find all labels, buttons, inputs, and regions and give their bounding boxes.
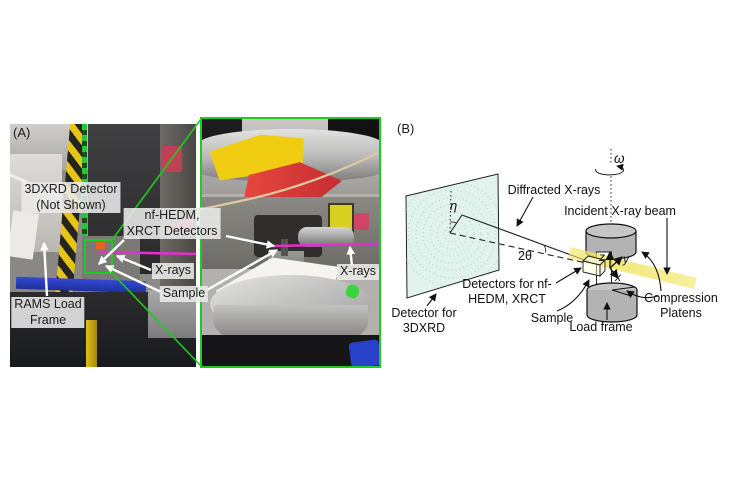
bottom-platen-notch: [611, 286, 636, 297]
left-photo-beamline-hutch: [10, 124, 196, 367]
label-rams-line1: RAMS Load: [14, 297, 82, 311]
label-load-frame: Load frame: [569, 320, 633, 334]
x-axis-label: x: [615, 270, 621, 284]
bottom-platen-body: [586, 290, 638, 323]
photo-sample-pin: [281, 239, 288, 256]
eta-angle-arc: [450, 221, 457, 224]
label-nf-hedm-xrct: nf-HEDM, XRCT Detectors: [123, 208, 221, 239]
label-rams-load-frame: RAMS Load Frame: [11, 297, 85, 328]
two-theta-symbol: 2θ: [518, 249, 532, 263]
label-sample-photos: Sample: [159, 286, 209, 302]
compression-top-arrow: [641, 251, 662, 292]
detector-3dxrd-label-arrow: [426, 293, 437, 307]
label-compression-line2: Platens: [660, 306, 702, 320]
omega-symbol: ω: [614, 151, 625, 166]
label-sample-schematic: Sample: [530, 311, 574, 325]
omega-rotation-arrow: [595, 163, 625, 176]
eta-symbol: η: [450, 198, 458, 213]
nf-detectors-label-arrow: [555, 267, 582, 284]
z-axis-label: z: [599, 250, 605, 264]
photo-orange-connector: [96, 242, 105, 249]
label-incident-beam: Incident X-ray beam: [564, 204, 676, 218]
label-detector-3dxrd: Detector for 3DXRD: [391, 306, 456, 336]
label-compression-line1: Compression: [644, 291, 718, 305]
photo-blue-object: [348, 339, 379, 366]
two-theta-angle-arc: [543, 244, 547, 253]
label-rams-line2: Frame: [29, 312, 67, 327]
label-detector-3dxrd-line1: Detector for: [391, 306, 457, 320]
eta-spot-segment: [449, 214, 463, 234]
label-nf-hedm-line1: nf-HEDM,: [144, 208, 200, 222]
label-3dxrd-detector: 3DXRD Detector (Not Shown): [21, 182, 121, 213]
sample-label-arrow: [556, 279, 590, 312]
label-detectors-nf-line1: Detectors for nf-: [462, 277, 552, 291]
label-nf-hedm-line2: XRCT Detectors: [126, 223, 218, 238]
label-3dxrd-detector-line2: (Not Shown): [36, 197, 106, 212]
panel-a-tag: (A): [13, 125, 31, 140]
label-diffracted-xrays: Diffracted X-rays: [507, 183, 601, 197]
label-detector-3dxrd-line2: 3DXRD: [402, 321, 446, 335]
diffracted-label-arrow: [516, 196, 534, 227]
label-xrays-right: X-rays: [336, 264, 380, 280]
right-photo-sample-closeup: [200, 117, 381, 368]
incident-beam-band: [568, 247, 697, 289]
y-axis-label: y: [623, 252, 629, 266]
photo-red-part: [162, 146, 182, 172]
label-3dxrd-detector-line1: 3DXRD Detector: [24, 182, 118, 196]
y-axis-arrow: [609, 256, 623, 269]
label-xrays-left: X-rays: [151, 263, 195, 279]
label-compression-platens: Compression Platens: [644, 291, 718, 321]
photo-detector-barrel: [298, 227, 354, 247]
top-platen-top: [585, 223, 637, 239]
photo-pink-part: [354, 213, 369, 230]
bottom-platen-top: [586, 282, 638, 298]
panel-b-tag: (B): [397, 121, 415, 136]
label-detectors-nf-line2: HEDM, XRCT: [468, 292, 546, 306]
photo-yellow-pole: [86, 320, 97, 367]
label-detectors-nf: Detectors for nf- HEDM, XRCT: [462, 277, 552, 307]
